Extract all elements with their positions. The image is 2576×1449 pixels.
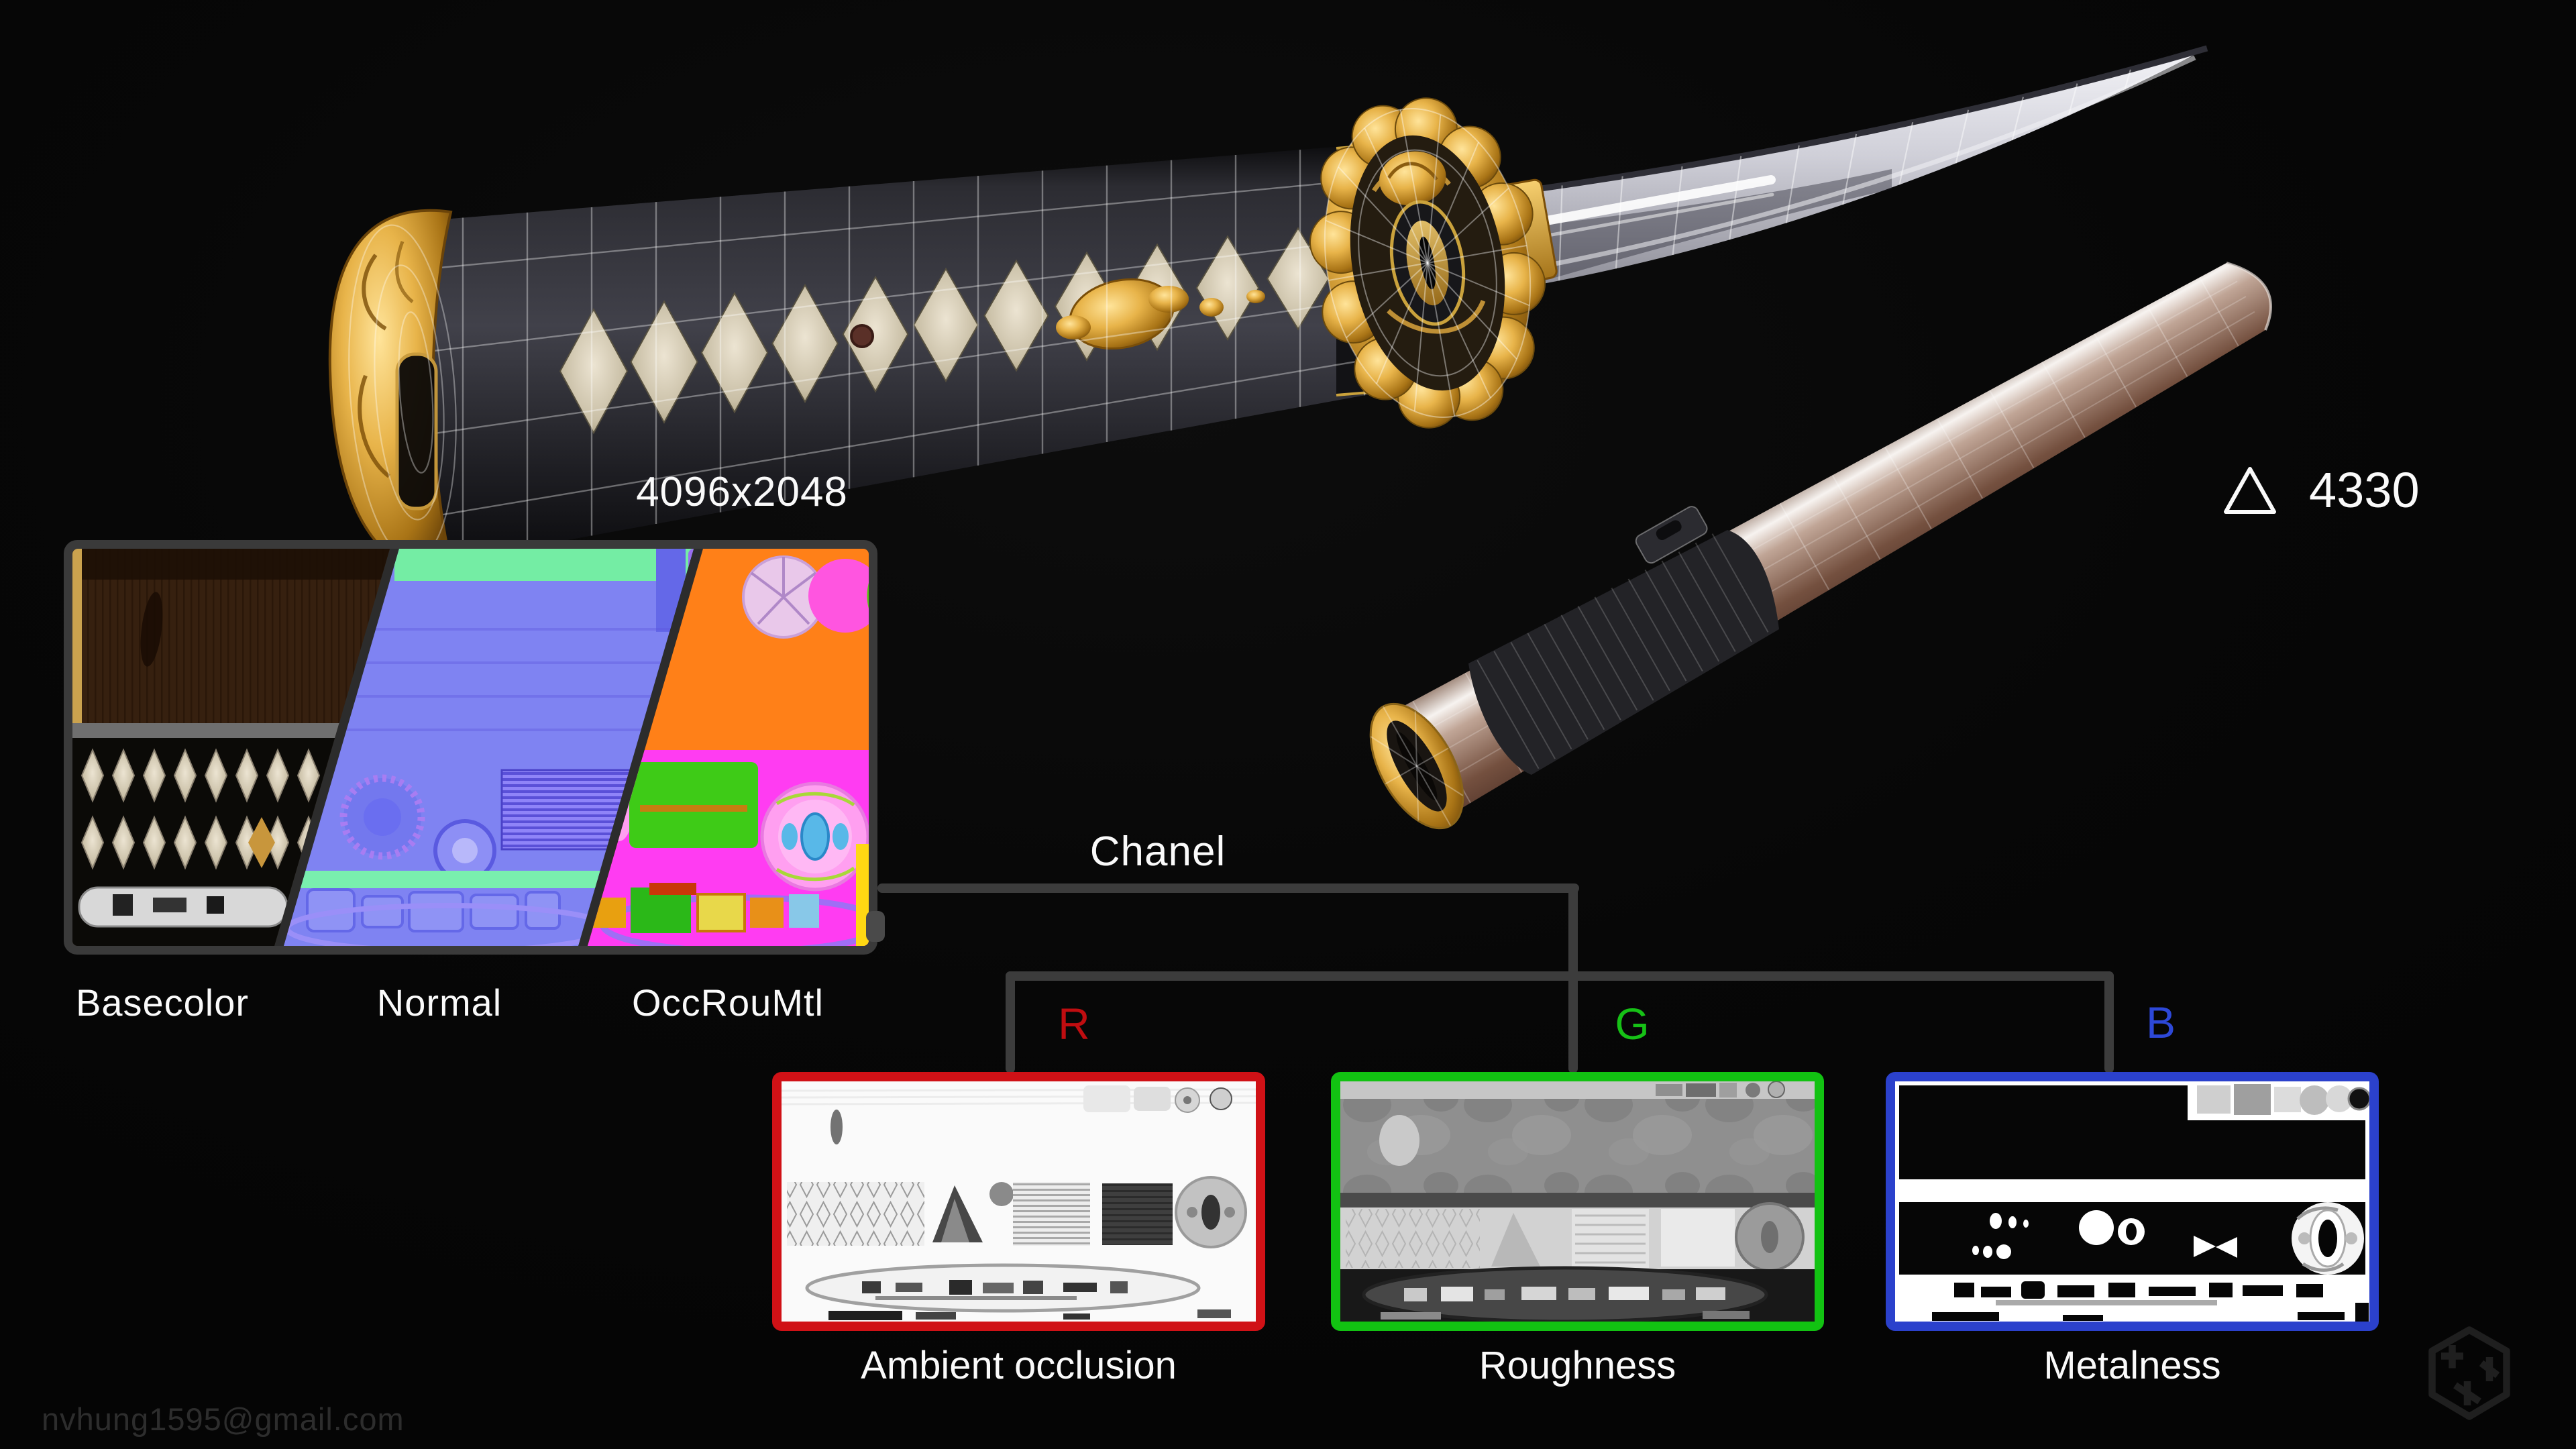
metalness-tsuba xyxy=(2292,1202,2364,1275)
roughness-map-image xyxy=(1340,1081,1815,1322)
orm-tsuba-shape xyxy=(760,782,869,892)
texture-resolution-label: 4096x2048 xyxy=(636,469,848,515)
tsuba-wireframe xyxy=(1324,108,1532,418)
metalness-map-image xyxy=(1895,1081,2369,1322)
channel-tree-title: Chanel xyxy=(1089,828,1226,875)
map-caption-roughness: Roughness xyxy=(1479,1344,1676,1387)
kurigata-knob xyxy=(1635,506,1708,564)
channel-connector-drop-r xyxy=(1006,971,1015,1073)
triangle-count-value: 4330 xyxy=(2309,462,2420,518)
atlas-label-occroumtl: OccRouMtl xyxy=(632,981,824,1024)
koiguchi-gold-mouth xyxy=(1369,702,1464,830)
tsuba-render xyxy=(1309,97,1546,429)
channel-connector-top xyxy=(877,883,1579,893)
saya-wireframe-render xyxy=(1369,262,2272,830)
kashira-render xyxy=(328,209,457,576)
channel-connector-split xyxy=(1006,971,2114,981)
menuki-ornament xyxy=(1056,278,1265,350)
map-caption-ambient-occlusion: Ambient occlusion xyxy=(861,1344,1177,1387)
atlas-label-basecolor: Basecolor xyxy=(75,981,250,1024)
mekugi-peg xyxy=(850,324,874,348)
sageo-ito-band xyxy=(1468,530,1779,775)
tsuka-render xyxy=(400,144,1377,570)
map-thumbnail-ambient-occlusion xyxy=(772,1072,1265,1331)
artist-hex-logo-icon xyxy=(2428,1326,2510,1420)
texture-atlas-content xyxy=(72,549,869,946)
map-caption-metalness: Metalness xyxy=(2043,1344,2221,1387)
triangle-icon xyxy=(2224,466,2276,514)
blade-render xyxy=(1517,45,2208,288)
ao-map-image xyxy=(782,1081,1256,1322)
artist-email: nvhung1595@gmail.com xyxy=(42,1401,405,1437)
atlas-label-normal: Normal xyxy=(376,981,502,1024)
channel-letter-b: B xyxy=(2145,998,2176,1047)
katana-wireframe-render xyxy=(328,45,2272,830)
map-thumbnail-roughness xyxy=(1331,1072,1824,1331)
atlas-edge-tab xyxy=(866,911,885,942)
map-thumbnail-metalness xyxy=(1886,1072,2379,1331)
triangle-count-stat: 4330 xyxy=(2222,462,2420,519)
channel-letter-g: G xyxy=(1615,999,1650,1049)
channel-letter-r: R xyxy=(1058,999,1090,1049)
texture-atlas xyxy=(64,540,877,955)
channel-connector-drop-b xyxy=(2104,971,2114,1073)
